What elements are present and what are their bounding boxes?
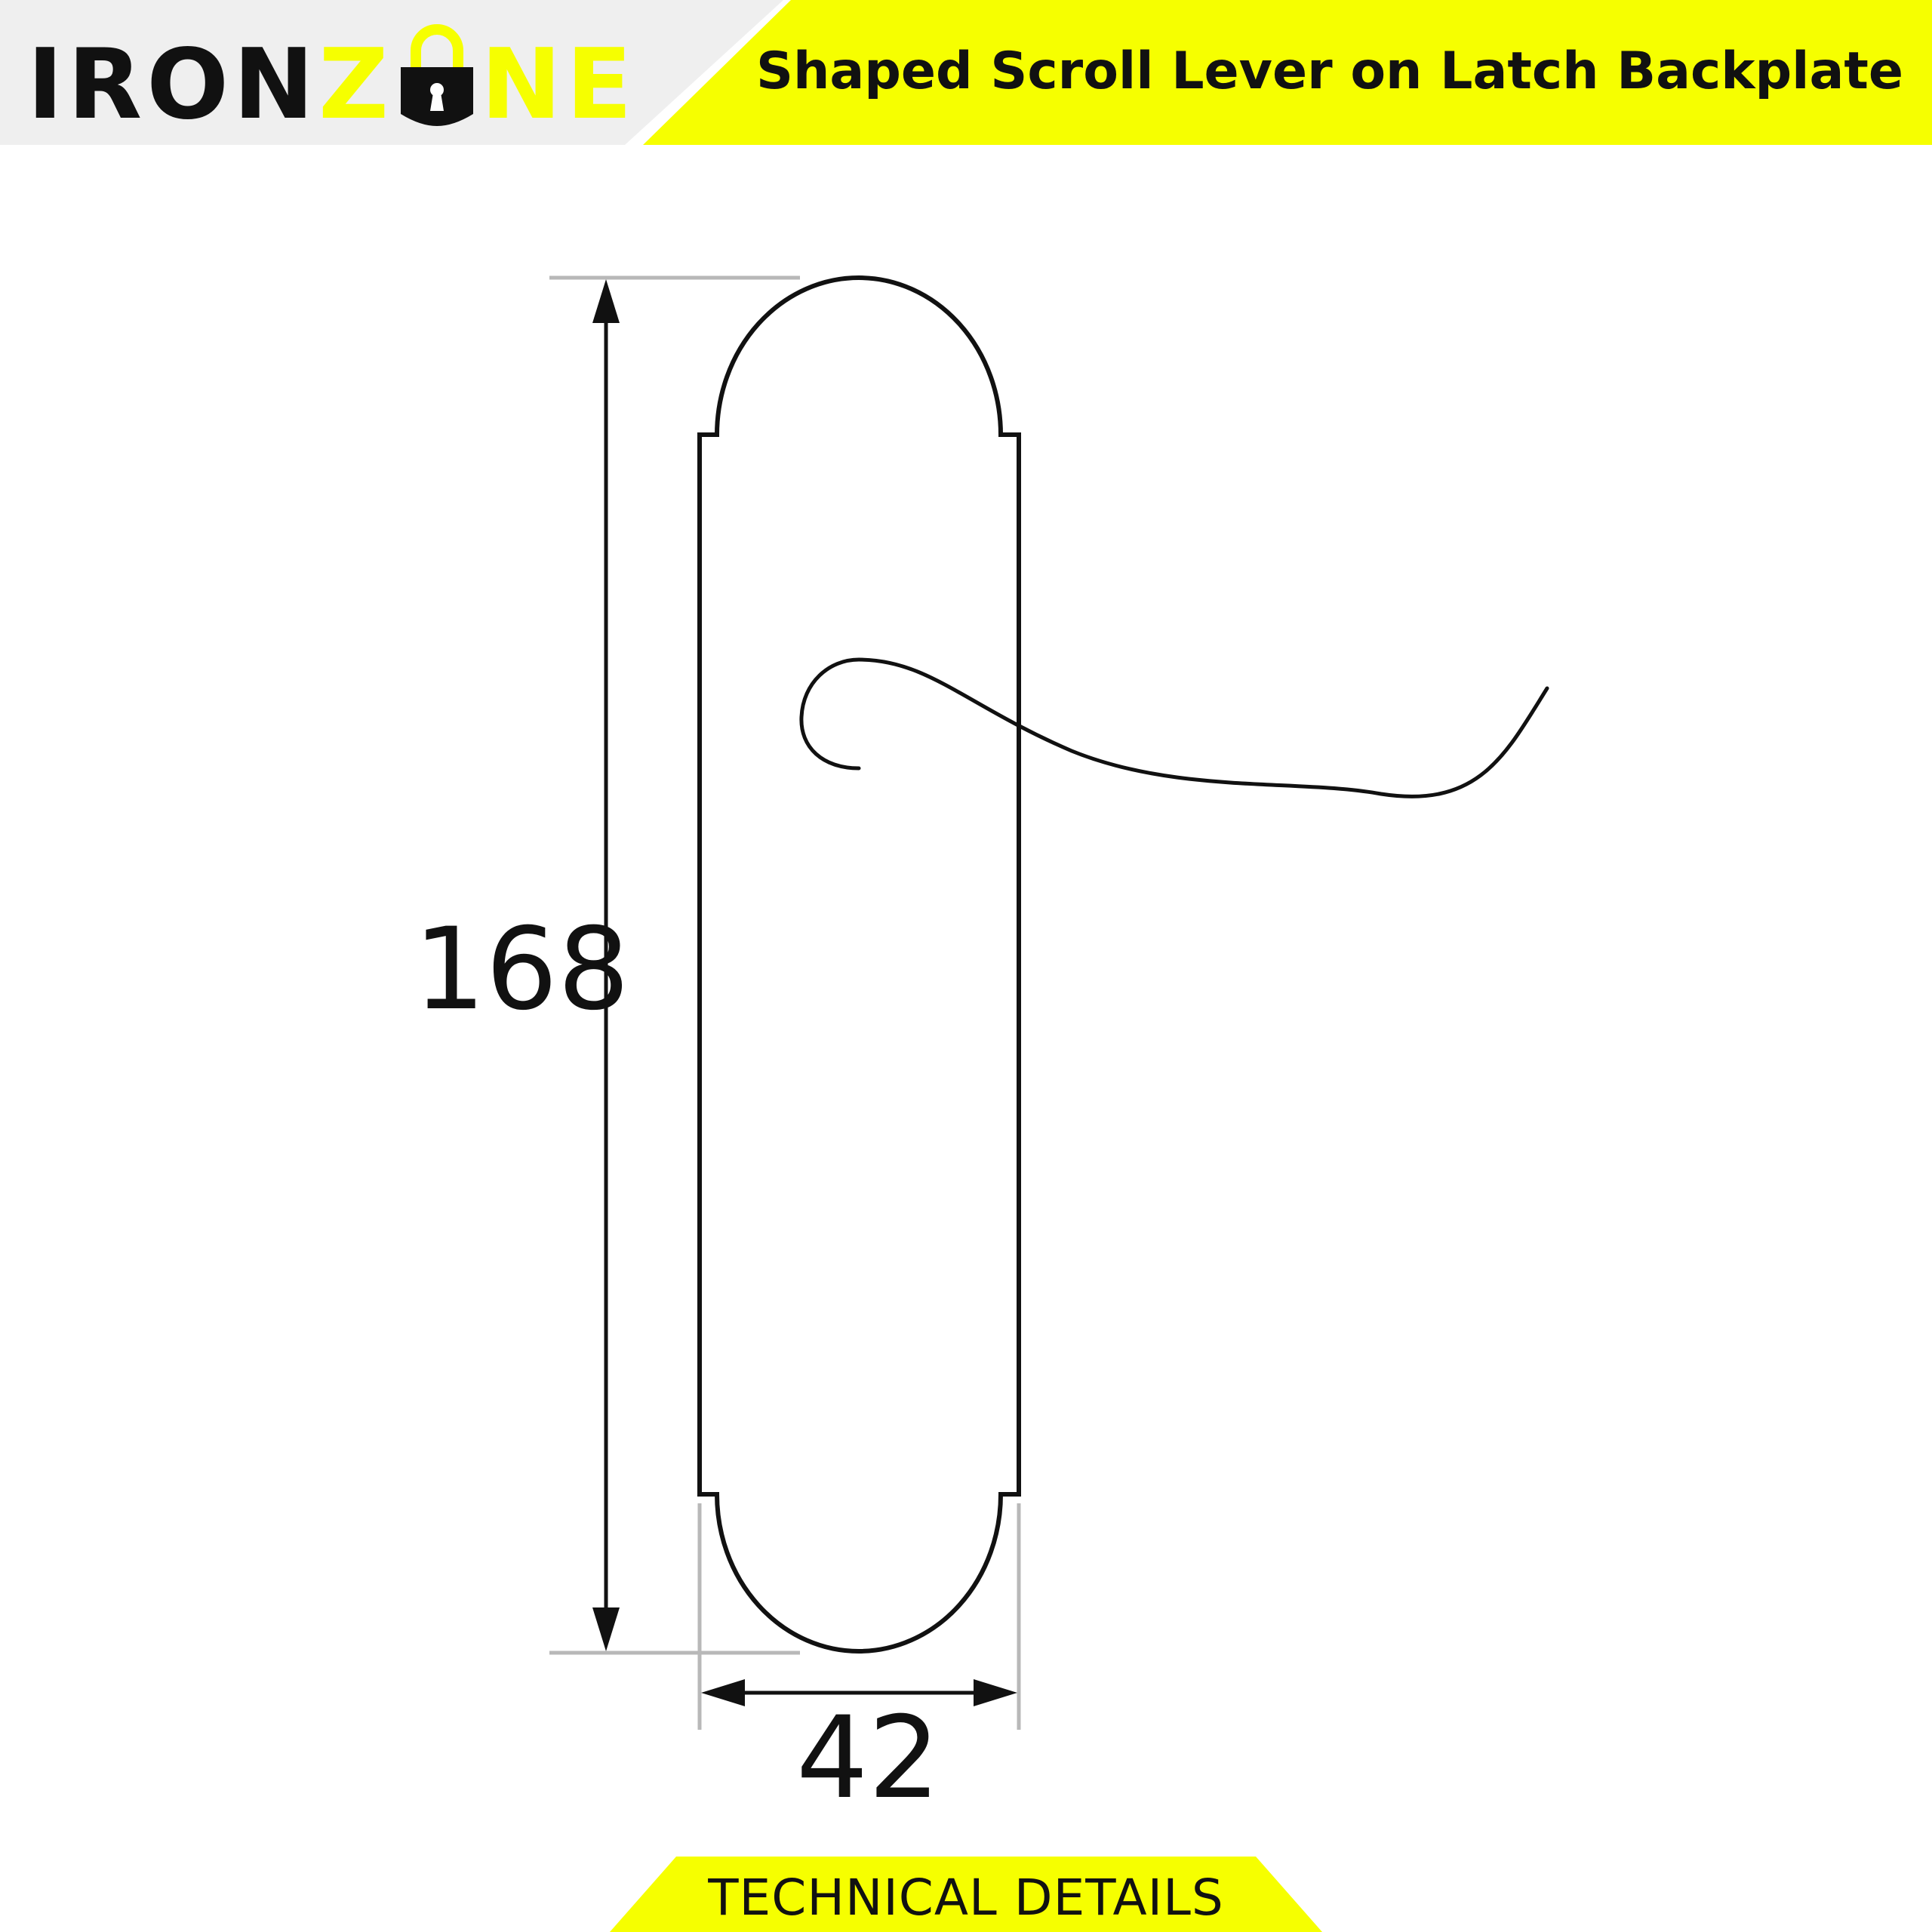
- brand-logo-z: Z: [318, 29, 393, 141]
- backplate-outline: [697, 275, 1021, 1654]
- width-arrow-left: [701, 1679, 745, 1706]
- header-accent-panel: [643, 0, 1932, 145]
- header-bar: [0, 0, 1932, 145]
- header-gray-panel: [0, 0, 783, 145]
- brand-logo-ne: NE: [480, 29, 637, 141]
- height-arrow-bottom: [592, 1607, 620, 1651]
- brand-logo-iron: IRON: [27, 29, 319, 141]
- scroll-lever-outline: [799, 657, 1549, 798]
- width-dimension-label: 42: [796, 1693, 940, 1824]
- height-dimension-label: 168: [414, 904, 630, 1035]
- page-title: Shaped Scroll Lever on Latch Backplate: [755, 42, 1903, 101]
- padlock-icon: [400, 24, 473, 126]
- footer-label: TECHNICAL DETAILS: [708, 1869, 1224, 1927]
- width-arrow-right: [974, 1679, 1017, 1706]
- height-arrow-top: [592, 279, 620, 323]
- footer-banner: [610, 1857, 1322, 1932]
